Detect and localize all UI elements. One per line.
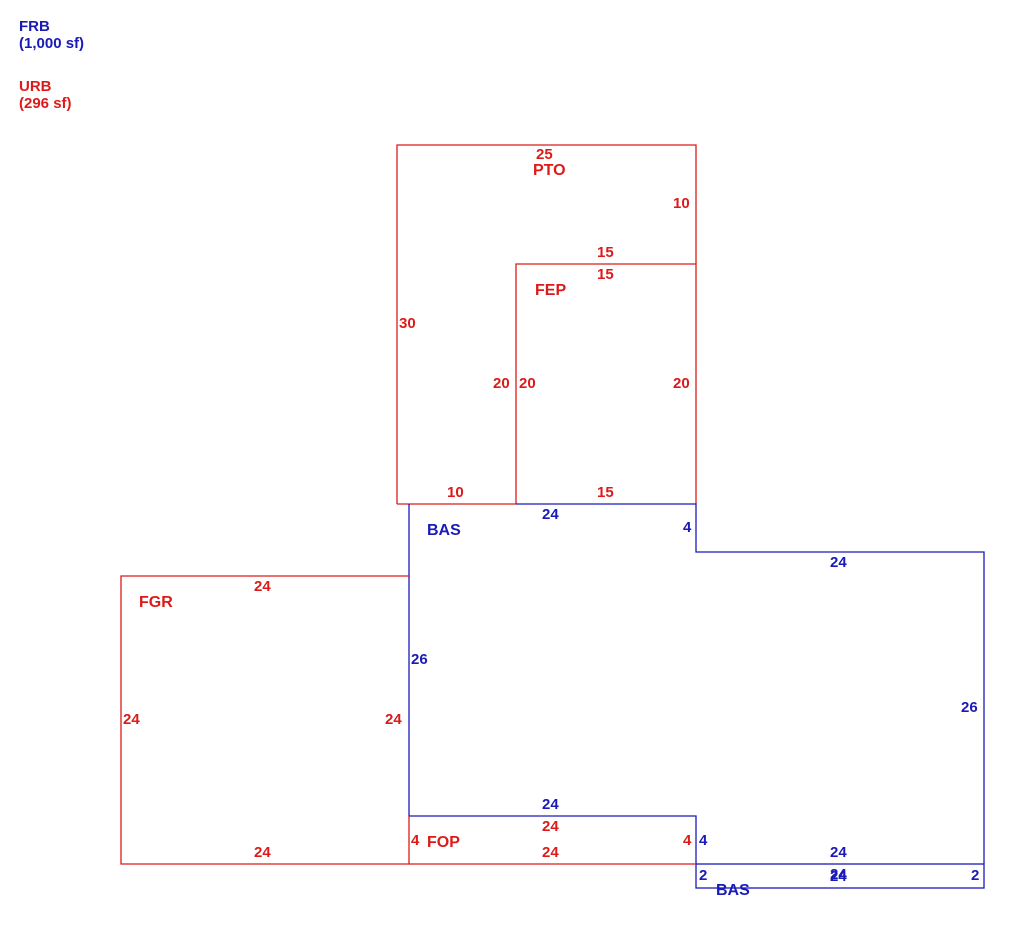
bas2-outline [695,863,985,889]
dim-label: 2 [971,867,979,884]
dim-label: 20 [493,375,510,392]
dim-label: 20 [519,375,536,392]
dim-label: 26 [411,651,428,668]
dim-label: 10 [447,484,464,501]
area-label-fop: FOP [427,834,460,851]
bas-outline [408,503,985,864]
area-label-fep: FEP [535,282,566,299]
legend-urb-name: URB [19,78,52,95]
dim-label: 24 [542,818,559,835]
dim-label: 24 [542,844,559,861]
dim-label: 4 [683,832,692,849]
legend-frb-area: (1,000 sf) [19,35,84,52]
dim-label: 20 [673,375,690,392]
dim-label: 25 [536,146,553,163]
legend-frb-name: FRB [19,18,50,35]
dim-label: 24 [830,554,847,571]
dim-label: 24 [830,866,847,883]
dim-label: 24 [385,711,402,728]
dim-label: 24 [542,796,559,813]
dim-label: 4 [699,832,708,849]
area-label-bas: BAS [427,522,461,539]
fep-outline [515,263,697,504]
dim-label: 4 [411,832,420,849]
area-label-bas-lower: BAS [716,882,750,899]
area-label-fgr: FGR [139,594,173,611]
fop-outline [408,816,696,865]
dim-label: 10 [673,195,690,212]
dim-label: 24 [254,844,271,861]
dim-label: 2 [699,867,707,884]
dim-label: 24 [254,578,271,595]
dim-label: 24 [123,711,140,728]
dim-label: 24 [830,844,847,861]
dim-label: 26 [961,699,978,716]
dim-label: 15 [597,484,614,501]
legend-urb-area: (296 sf) [19,95,72,112]
dim-label: 15 [597,266,614,283]
fgr-outline [120,575,409,865]
dim-label: 15 [597,244,614,261]
area-label-pto: PTO [533,162,566,179]
dim-label: 4 [683,519,692,536]
pto-outline [396,144,697,505]
dim-label: 30 [399,315,416,332]
dim-label: 24 [542,506,559,523]
dim-label: 24 [830,868,847,885]
